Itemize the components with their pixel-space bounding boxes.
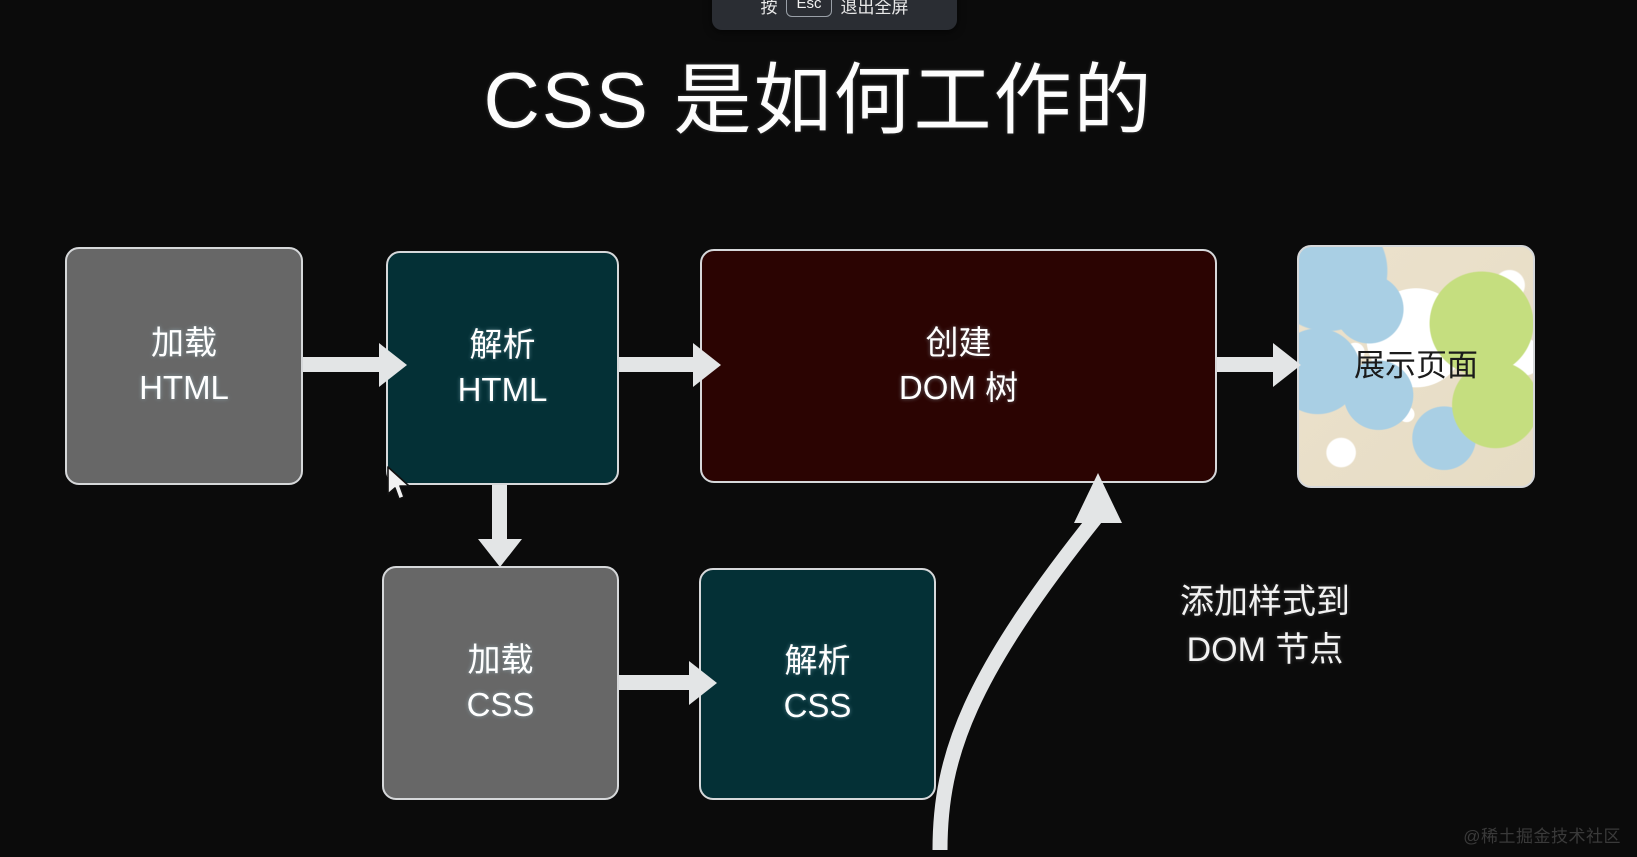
flow-box-show-page-line1: 展示页面 bbox=[1354, 348, 1478, 384]
flow-box-load-css: 加载 CSS bbox=[382, 566, 619, 800]
flow-box-create-dom-line1: 创建 bbox=[925, 324, 992, 362]
curved-arrow-label-line1: 添加样式到 bbox=[1180, 583, 1350, 621]
esc-key-badge: Esc bbox=[786, 0, 832, 17]
fullscreen-exit-hint: 按 Esc 退出全屏 bbox=[712, 0, 957, 30]
flow-box-load-html-line1: 加载 bbox=[151, 324, 217, 362]
curved-arrow-label-line2: DOM 节点 bbox=[1186, 631, 1344, 670]
watermark: @稀土掘金技术社区 bbox=[1463, 827, 1621, 846]
flow-box-load-html-line2: HTML bbox=[139, 369, 229, 406]
arrow-parse-css-to-create-dom bbox=[932, 473, 1122, 851]
flow-box-parse-css: 解析 CSS bbox=[699, 568, 936, 800]
flow-box-parse-css-line1: 解析 bbox=[784, 642, 851, 680]
flow-box-create-dom: 创建 DOM 树 bbox=[700, 249, 1217, 483]
arrow-load-css-to-parse-css bbox=[619, 675, 691, 690]
arrow-parse-html-to-create-dom bbox=[619, 357, 695, 372]
page-thumbnail-graphic bbox=[1299, 247, 1533, 486]
flow-box-parse-html-line2: HTML bbox=[457, 371, 548, 408]
flow-box-create-dom-line2: DOM 树 bbox=[898, 369, 1019, 406]
flow-box-parse-html-line1: 解析 bbox=[469, 326, 536, 364]
arrow-load-html-to-parse-html bbox=[303, 357, 381, 372]
arrow-parse-html-to-load-css bbox=[492, 485, 507, 541]
curved-arrow-label: 添加样式到 DOM 节点 bbox=[1100, 578, 1430, 675]
flow-box-parse-css-line2: CSS bbox=[783, 687, 852, 724]
flow-box-load-css-line2: CSS bbox=[466, 686, 535, 723]
flow-box-parse-html: 解析 HTML bbox=[386, 251, 619, 485]
flow-box-load-css-line1: 加载 bbox=[467, 641, 534, 679]
fullscreen-hint-suffix: 退出全屏 bbox=[840, 0, 909, 17]
page-title: CSS 是如何工作的 bbox=[483, 56, 1154, 144]
fullscreen-hint-prefix: 按 bbox=[760, 0, 778, 17]
arrow-create-dom-to-show-page bbox=[1217, 357, 1275, 372]
flow-box-show-page: 展示页面 bbox=[1297, 245, 1535, 488]
mouse-cursor-icon bbox=[387, 466, 410, 500]
flow-box-load-html: 加载 HTML bbox=[65, 247, 303, 485]
